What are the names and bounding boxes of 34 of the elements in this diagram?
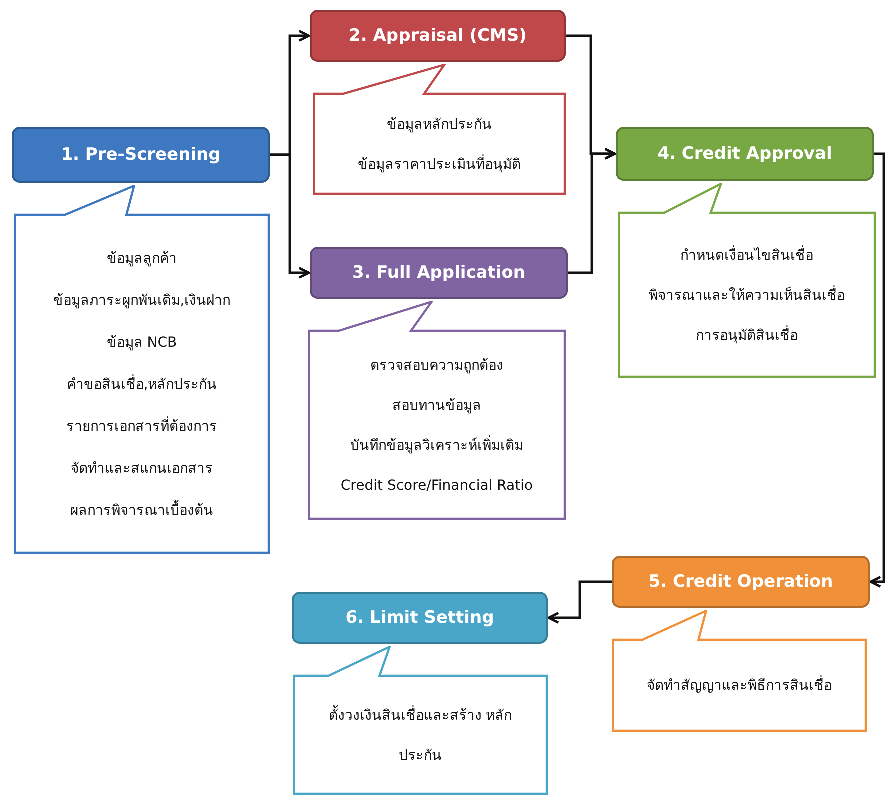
callout-text: Credit Score/Financial Ratio <box>340 476 534 496</box>
callout-text: ตรวจสอบความถูกต้อง <box>370 356 504 376</box>
arrow <box>870 152 886 588</box>
step-box: 4. Credit Approval <box>616 127 874 181</box>
callout-text: การอนุมัติสินเชื่อ <box>695 324 799 346</box>
arrow <box>548 580 612 624</box>
callout-box <box>293 646 548 795</box>
callout-text: กำหนดเงื่อนไขสินเชื่อ <box>680 244 814 266</box>
callout-box <box>308 301 566 520</box>
step-box: 1. Pre-Screening <box>12 127 270 183</box>
arrow <box>270 154 310 279</box>
callout-text: จัดทำและสแกนเอกสาร <box>70 460 214 478</box>
arrow <box>568 148 616 274</box>
callout-text: ข้อมูลหลักประกัน <box>386 116 493 135</box>
callout-text: ตั้งวงเงินสินเชื่อและสร้าง หลักประกัน <box>312 696 530 776</box>
step-box: 2. Appraisal (CMS) <box>310 10 566 62</box>
callout-text: สอบทานข้อมูล <box>392 396 482 416</box>
callout-text: จัดทำสัญญาและพิธีการสินเชื่อ <box>633 666 846 706</box>
callout-text: ข้อมูลราคาประเมินที่อนุมัติ <box>357 154 522 175</box>
callout-box <box>618 183 876 378</box>
callout-text: ข้อมูลภาระผูกพันเดิม,เงินฝาก <box>52 292 232 311</box>
callout-text: ผลการพิจารณาเบื้องต้น <box>56 490 228 532</box>
callout-text: คำขอสินเชื่อ,หลักประกัน <box>66 374 218 394</box>
callout-box <box>612 610 867 732</box>
callout-text: พิจารณาและให้ความเห็นสินเชื่อ <box>648 284 846 306</box>
callout-text: บันทึกข้อมูลวิเคราะห์เพิ่มเติม <box>350 434 524 456</box>
callout-box <box>313 64 566 195</box>
callout-text: รายการเอกสารที่ต้องการ <box>66 416 218 436</box>
callout-box <box>14 185 270 554</box>
callout-text: ข้อมูลลูกค้า <box>106 250 178 269</box>
step-box: 5. Credit Operation <box>612 556 870 608</box>
step-box: 3. Full Application <box>310 247 568 299</box>
step-box: 6. Limit Setting <box>292 592 548 644</box>
callout-text: ข้อมูล NCB <box>106 334 178 353</box>
